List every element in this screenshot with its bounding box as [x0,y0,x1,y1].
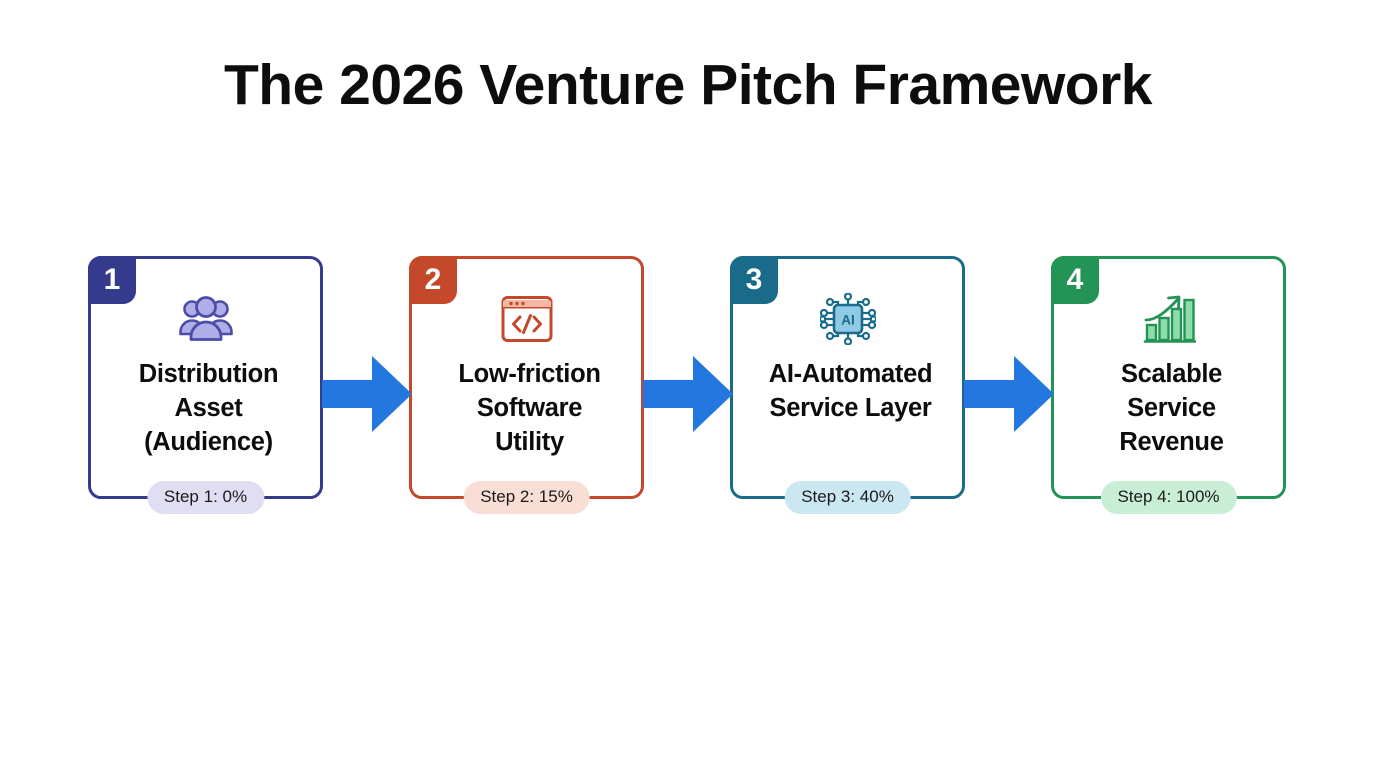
step-label-1: Distribution Asset (Audience) [138,360,279,457]
page-title: The 2026 Venture Pitch Framework [223,53,1153,117]
step-label-4: Scalable Service Revenue [1119,360,1224,457]
growth-chart-icon [1054,290,1283,348]
arrow-1-to-2 [322,352,414,436]
people-group-icon [91,290,320,348]
step-card-4[interactable]: 4 Scalable Service Revenue Step 4: 100% [1051,256,1286,514]
step-number-badge-1: 1 [88,256,136,304]
step-card-2[interactable]: 2 Low-friction Software Utility Step 2: … [409,256,644,514]
code-window-icon [412,290,641,348]
arrow-3-to-4 [964,352,1056,436]
step-number-badge-2: 2 [409,256,457,304]
ai-chip-icon: AI [733,290,962,348]
step-progress-badge-1: Step 1: 0% [146,480,265,514]
step-label-2: Low-friction Software Utility [458,360,601,457]
step-number-badge-3: 3 [730,256,778,304]
step-card-3[interactable]: 3 [730,256,965,514]
step-progress-badge-2: Step 2: 15% [463,480,590,514]
svg-text:AI: AI [841,313,855,328]
step-label-3: AI-Automated Service Layer [768,360,933,423]
step-card-1[interactable]: 1 Distribution Asset (Audience) Step 1: … [88,256,323,514]
step-progress-badge-4: Step 4: 100% [1100,480,1237,514]
arrow-2-to-3 [643,352,735,436]
process-flow-diagram: 1 Distribution Asset (Audience) Step 1: … [88,256,1288,514]
step-number-badge-4: 4 [1051,256,1099,304]
step-progress-badge-3: Step 3: 40% [784,480,911,514]
